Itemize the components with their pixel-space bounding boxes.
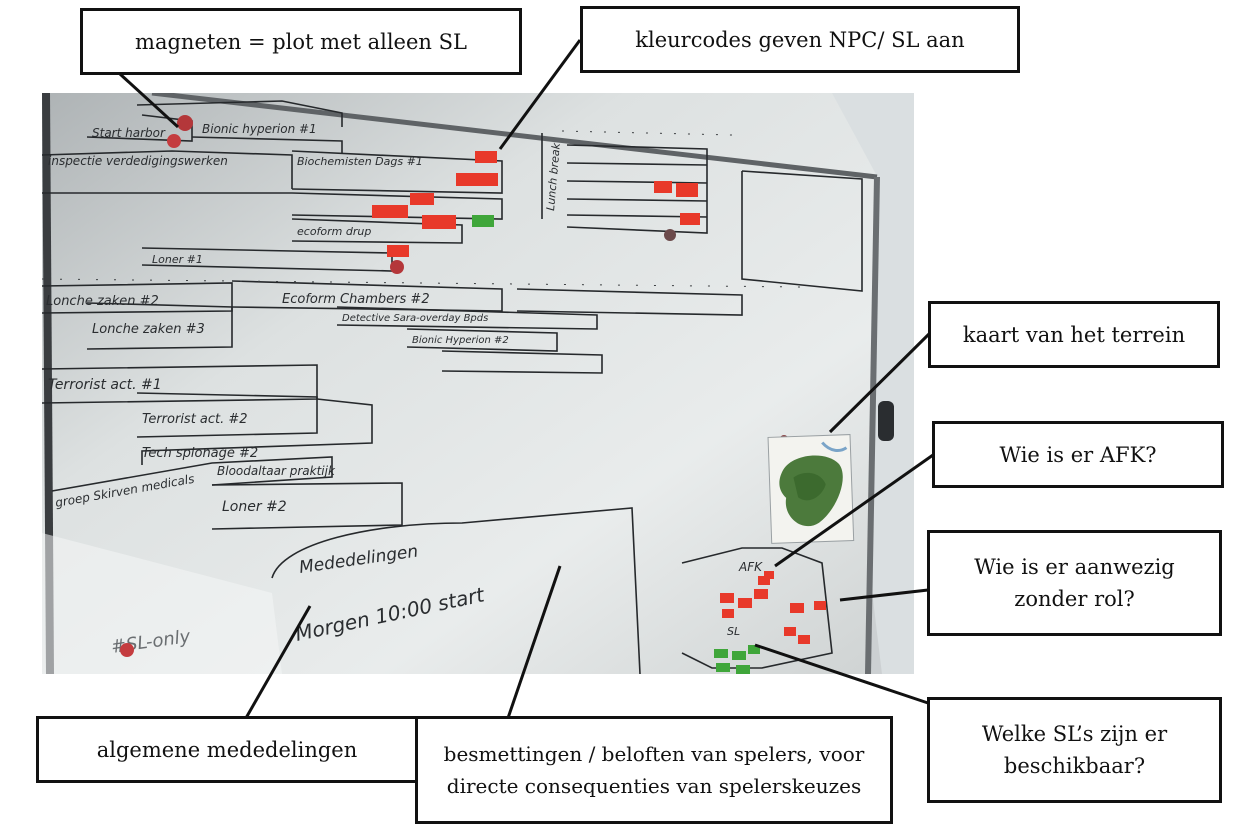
callout-mededelingen: algemene mededelingen	[36, 716, 418, 783]
whiteboard-photo: Start harbor inspectie verdedigingswerke…	[42, 93, 914, 674]
callout-kaart: kaart van het terrein	[928, 301, 1220, 368]
scribble-terrorist-1: Terrorist act. #1	[48, 377, 162, 393]
scribble-lunch-break: Lunch break	[544, 142, 563, 211]
callout-aanwezig: Wie is er aanwezig zonder rol?	[927, 530, 1222, 636]
scribble-afk-label: AFK	[738, 560, 763, 574]
scribble-bionic-1: Bionic hyperion #1	[202, 122, 317, 136]
callout-welke-sl: Welke SL’s zijn er beschikbaar?	[927, 697, 1222, 803]
scribble-bionic-2: Bionic Hyperion #2	[412, 335, 509, 346]
scribble-ecoform-drup: ecoform drup	[297, 225, 371, 238]
scribble-inspectie: inspectie verdedigingswerken	[48, 154, 228, 168]
scribble-ecoform-chambers: Ecoform Chambers #2	[282, 292, 430, 307]
callout-besmettingen: besmettingen / beloften van spelers, voo…	[415, 716, 893, 824]
scribble-detective: Detective Sara-overday Bpds	[342, 313, 488, 324]
callout-afk: Wie is er AFK?	[932, 421, 1224, 488]
callout-kleurcodes: kleurcodes geven NPC/ SL aan	[580, 6, 1020, 73]
scribble-biochemisten: Biochemisten Dags #1	[297, 155, 423, 168]
scribble-start-harbor: Start harbor	[92, 126, 166, 140]
scribble-terrorist-2: Terrorist act. #2	[142, 412, 248, 427]
scribble-tech-spionage: Tech spionage #2	[142, 446, 258, 461]
sticky-notes	[372, 151, 826, 674]
scribble-loner-2: Loner #2	[222, 499, 287, 515]
scribble-sl-label: SL	[727, 625, 740, 638]
scribble-loner-1: Loner #1	[152, 253, 203, 266]
magnet-group	[120, 115, 848, 657]
callout-magneten: magneten = plot met alleen SL	[80, 8, 522, 75]
scribble-bloodaltaar: Bloodaltaar praktijk	[217, 464, 336, 478]
terrain-map	[767, 434, 855, 544]
whiteboard-illustration: Start harbor inspectie verdedigingswerke…	[42, 93, 914, 674]
scribble-lonche-1: Lonche zaken #2	[46, 294, 159, 309]
scribble-lonche-2: Lonche zaken #3	[92, 322, 205, 337]
